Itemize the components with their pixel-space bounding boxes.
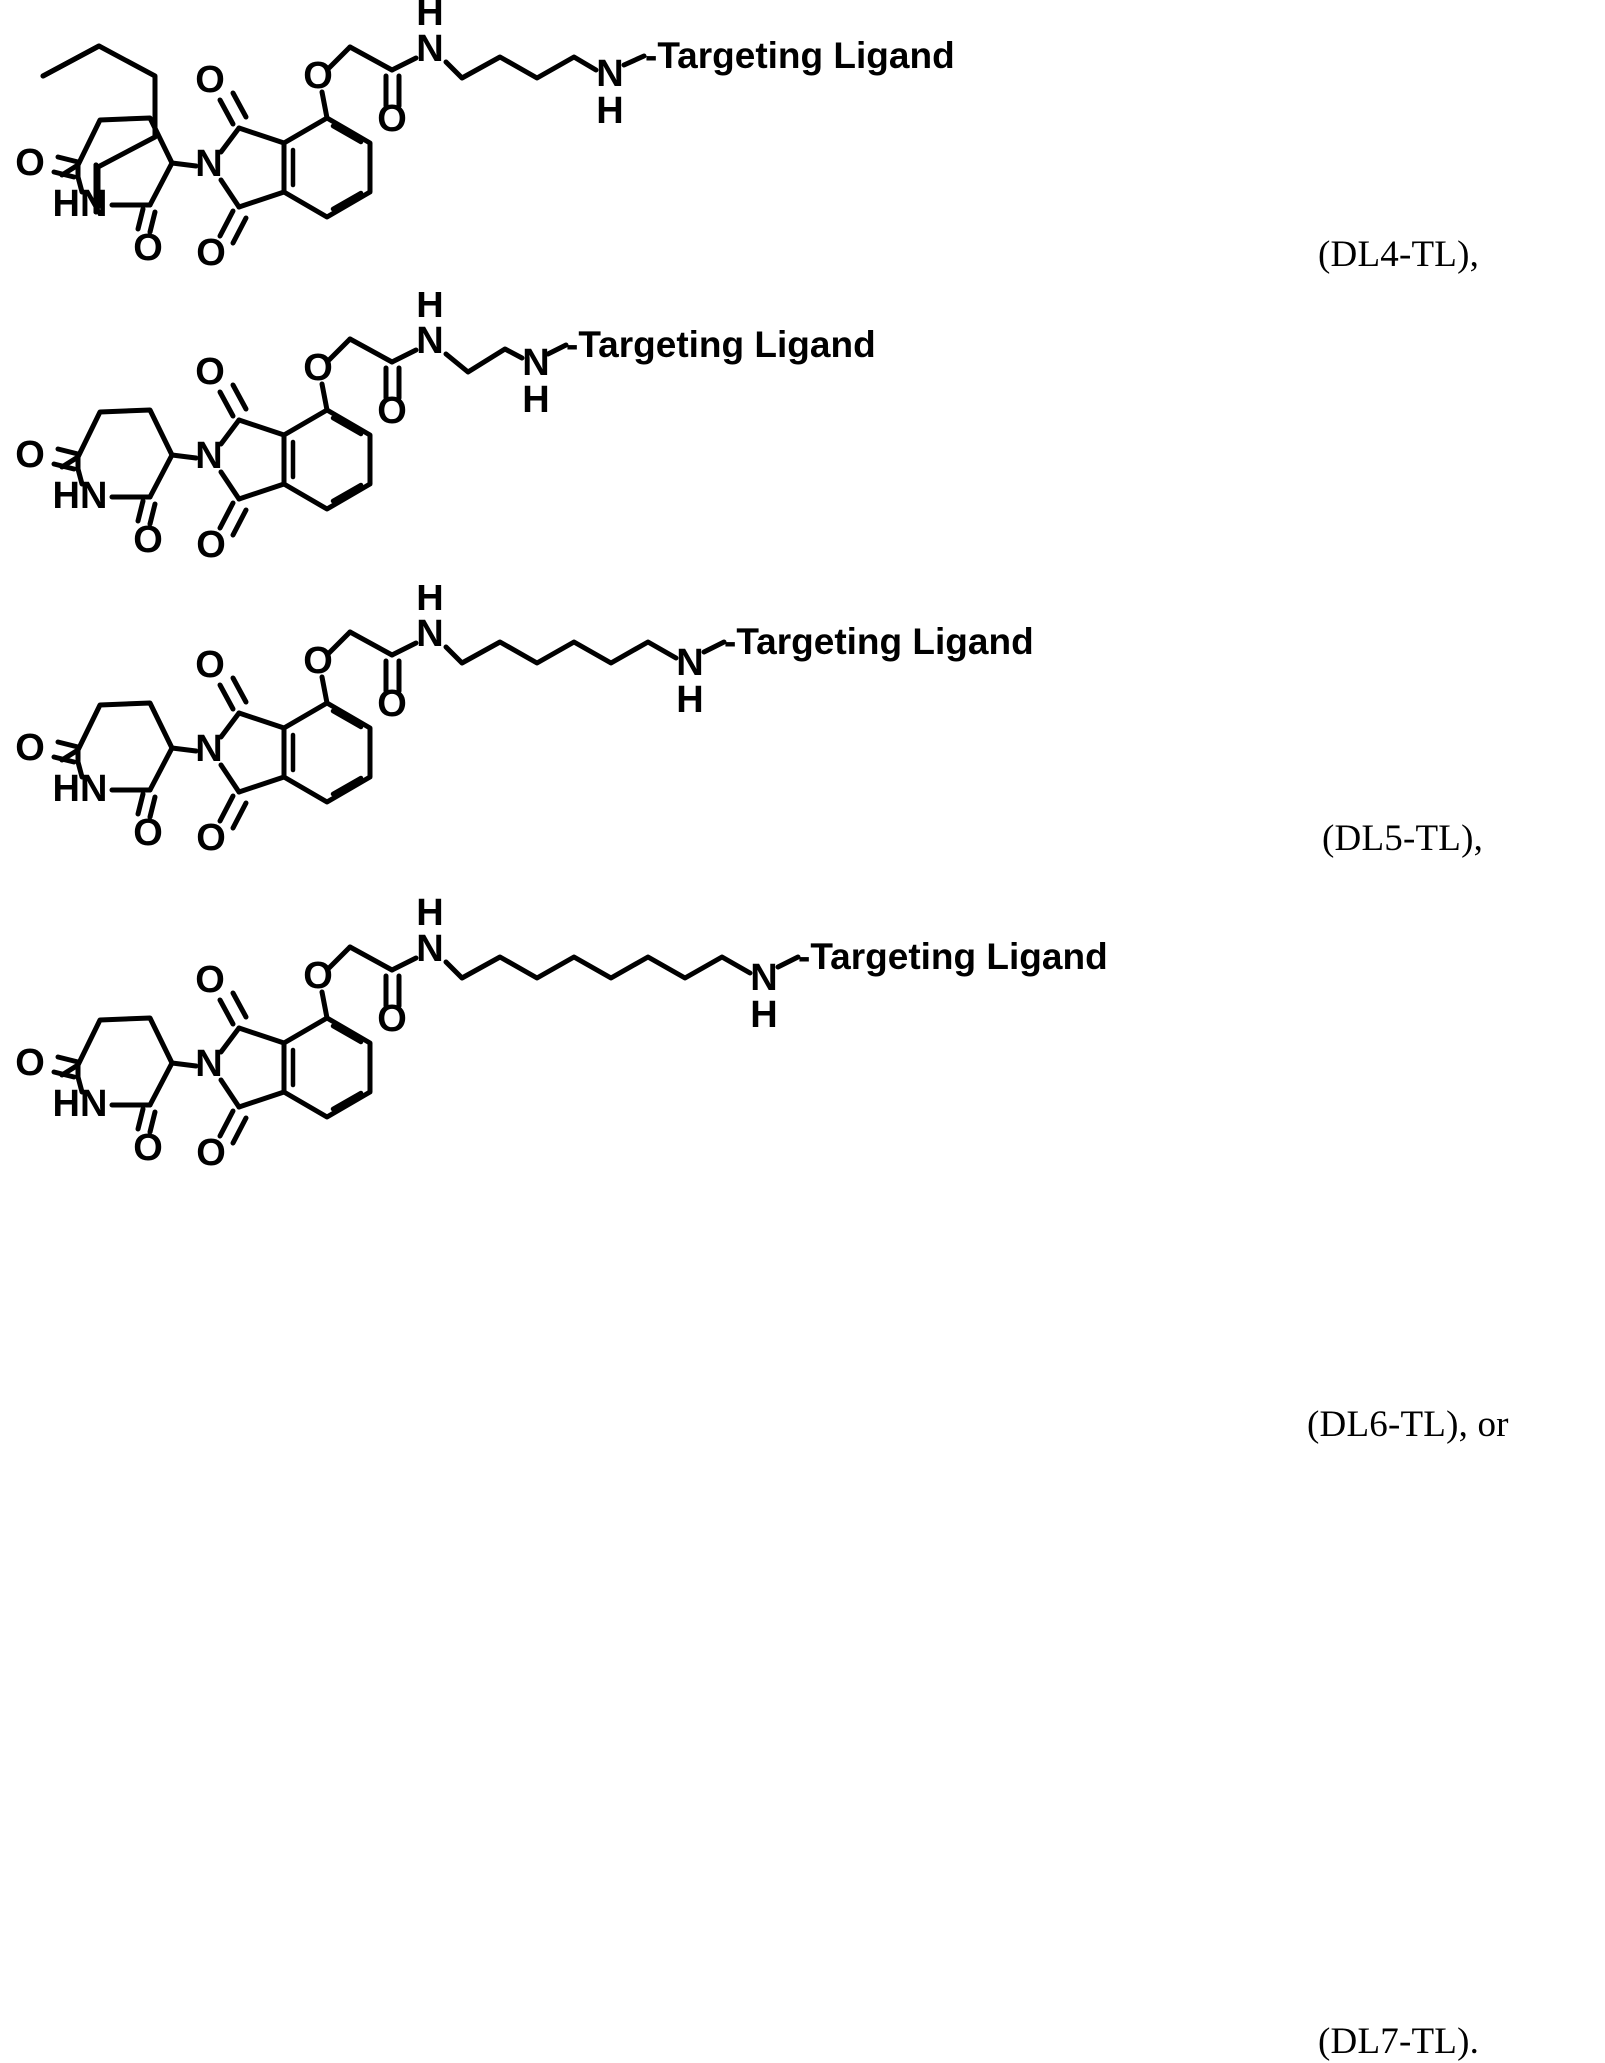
ether-acetamide-linker-dl7 bbox=[319, 944, 419, 1021]
atom-o-imide-top: O bbox=[195, 351, 225, 393]
benzene-ring-dl5 bbox=[281, 407, 373, 512]
targeting-ligand-label-dl5: -Targeting Ligand bbox=[566, 324, 876, 365]
terminal-bond-dl5 bbox=[545, 342, 569, 357]
atom-o-aryl-ether: O bbox=[303, 347, 333, 389]
molecule-skeleton-dl7 bbox=[51, 1015, 199, 1135]
atom-o-imide-bottom: O bbox=[196, 817, 226, 859]
ether-acetamide-linker-dl4 bbox=[319, 44, 419, 121]
glutarimide-ring-dl4 bbox=[40, 43, 158, 215]
atom-o-imide-top: O bbox=[195, 959, 225, 1001]
terminal-bond-dl7 bbox=[775, 954, 801, 970]
phthalimide-dl4 bbox=[217, 90, 287, 246]
atom-hn-glutarimide: HN bbox=[53, 768, 108, 810]
atom-n-amide: N bbox=[416, 613, 443, 655]
atom-o-glutarimide-lactam: O bbox=[133, 1127, 163, 1169]
phthalimide-dl5 bbox=[217, 382, 287, 538]
atom-o-glutarimide-ketone: O bbox=[15, 727, 45, 769]
atom-o-imide-bottom: O bbox=[196, 524, 226, 566]
atom-n-imide: N bbox=[195, 1043, 222, 1085]
atom-n-amide: N bbox=[416, 928, 443, 970]
atom-h-amide: H bbox=[416, 292, 443, 326]
alkyl-chain-dl4 bbox=[443, 54, 599, 81]
atom-o-amide: O bbox=[377, 683, 407, 725]
structure-row-dl5: O HN O O N O O O N H N H -Targeting Liga… bbox=[0, 292, 1605, 859]
formula-label-dl4: (DL4-TL), bbox=[1318, 234, 1480, 275]
atom-o-aryl-ether: O bbox=[303, 955, 333, 997]
alkyl-chain-dl5 bbox=[443, 346, 525, 375]
phthalimide-dl7 bbox=[217, 990, 287, 1146]
terminal-bond-dl4 bbox=[621, 53, 647, 68]
atom-hn-glutarimide: HN bbox=[53, 475, 108, 517]
atom-o-glutarimide-ketone: O bbox=[15, 142, 45, 184]
structure-row-dl7: O HN O O N O O O N H N H -Targeting Liga… bbox=[0, 885, 1605, 2062]
ether-acetamide-linker-dl5 bbox=[319, 336, 419, 413]
atom-o-imide-top: O bbox=[195, 59, 225, 101]
atom-n-terminal: N bbox=[596, 53, 623, 95]
atom-n-terminal: N bbox=[522, 342, 549, 384]
formula-label-dl5: (DL5-TL), bbox=[1322, 818, 1484, 859]
alkyl-chain-dl7 bbox=[443, 954, 753, 981]
atom-o-glutarimide-ketone: O bbox=[15, 434, 45, 476]
terminal-bond-dl6 bbox=[701, 639, 727, 655]
atom-n-terminal: N bbox=[676, 642, 703, 684]
targeting-ligand-label-dl7: -Targeting Ligand bbox=[798, 936, 1108, 977]
chemical-structure-dl5: O HN O O N O O O N H N H -Targeting Liga… bbox=[15, 292, 876, 566]
alkyl-chain-dl6 bbox=[443, 639, 679, 666]
atom-h-amide: H bbox=[416, 585, 443, 619]
benzene-ring-dl7 bbox=[281, 1015, 373, 1120]
atom-n-imide: N bbox=[195, 143, 222, 185]
targeting-ligand-label-dl4: -Targeting Ligand bbox=[645, 35, 955, 76]
chemical-structure-dl7: O HN O O N O O O N H N H -Targeting Liga… bbox=[15, 892, 1108, 1174]
atom-o-aryl-ether: O bbox=[303, 640, 333, 682]
benzene-ring-dl6 bbox=[281, 700, 373, 805]
atom-n-imide: N bbox=[195, 728, 222, 770]
atom-hn-glutarimide: HN bbox=[53, 1083, 108, 1125]
atom-o-glutarimide-lactam: O bbox=[133, 812, 163, 854]
structure-row-dl6: O HN O O N O O O N H N H -Targeting Liga… bbox=[0, 585, 1605, 1445]
atom-o-glutarimide-lactam: O bbox=[133, 227, 163, 269]
benzene-ring-dl4 bbox=[281, 115, 373, 220]
atom-hn-glutarimide: HN bbox=[53, 183, 108, 225]
formula-label-dl6: (DL6-TL), or bbox=[1307, 1404, 1509, 1445]
atom-h-terminal: H bbox=[522, 379, 549, 421]
atom-h-terminal: H bbox=[750, 994, 777, 1036]
phthalimide-dl6 bbox=[217, 675, 287, 831]
atom-h-amide: H bbox=[416, 892, 443, 934]
atom-n-terminal: N bbox=[750, 957, 777, 999]
atom-o-imide-bottom: O bbox=[196, 232, 226, 274]
atom-n-amide: N bbox=[416, 320, 443, 362]
targeting-ligand-label-dl6: -Targeting Ligand bbox=[724, 621, 1034, 662]
atom-n-amide: N bbox=[416, 28, 443, 70]
atom-o-glutarimide-lactam: O bbox=[133, 519, 163, 561]
structure-row-dl4: O HN O O N O O O N H N H -Targeting Liga… bbox=[0, 0, 1605, 300]
molecule-skeleton-dl4 bbox=[51, 115, 199, 235]
atom-o-glutarimide-ketone: O bbox=[15, 1042, 45, 1084]
atom-h-terminal: H bbox=[676, 679, 703, 721]
molecule-skeleton-dl5 bbox=[51, 407, 199, 527]
atom-o-amide: O bbox=[377, 390, 407, 432]
atom-n-imide: N bbox=[195, 435, 222, 477]
atom-h-amide: H bbox=[416, 0, 443, 34]
atom-o-amide: O bbox=[377, 998, 407, 1040]
formula-label-dl7: (DL7-TL). bbox=[1318, 2021, 1480, 2062]
atom-o-imide-bottom: O bbox=[196, 1132, 226, 1174]
atom-h-terminal: H bbox=[596, 90, 623, 132]
chemical-structure-dl4: O HN O O N O O O N H N H -Targeting Liga… bbox=[15, 0, 955, 274]
atom-o-amide: O bbox=[377, 98, 407, 140]
atom-o-aryl-ether: O bbox=[303, 55, 333, 97]
chemical-structure-dl6: O HN O O N O O O N H N H -Targeting Liga… bbox=[15, 585, 1034, 859]
ether-acetamide-linker-dl6 bbox=[319, 629, 419, 706]
molecule-skeleton-dl6 bbox=[51, 700, 199, 820]
atom-o-imide-top: O bbox=[195, 644, 225, 686]
